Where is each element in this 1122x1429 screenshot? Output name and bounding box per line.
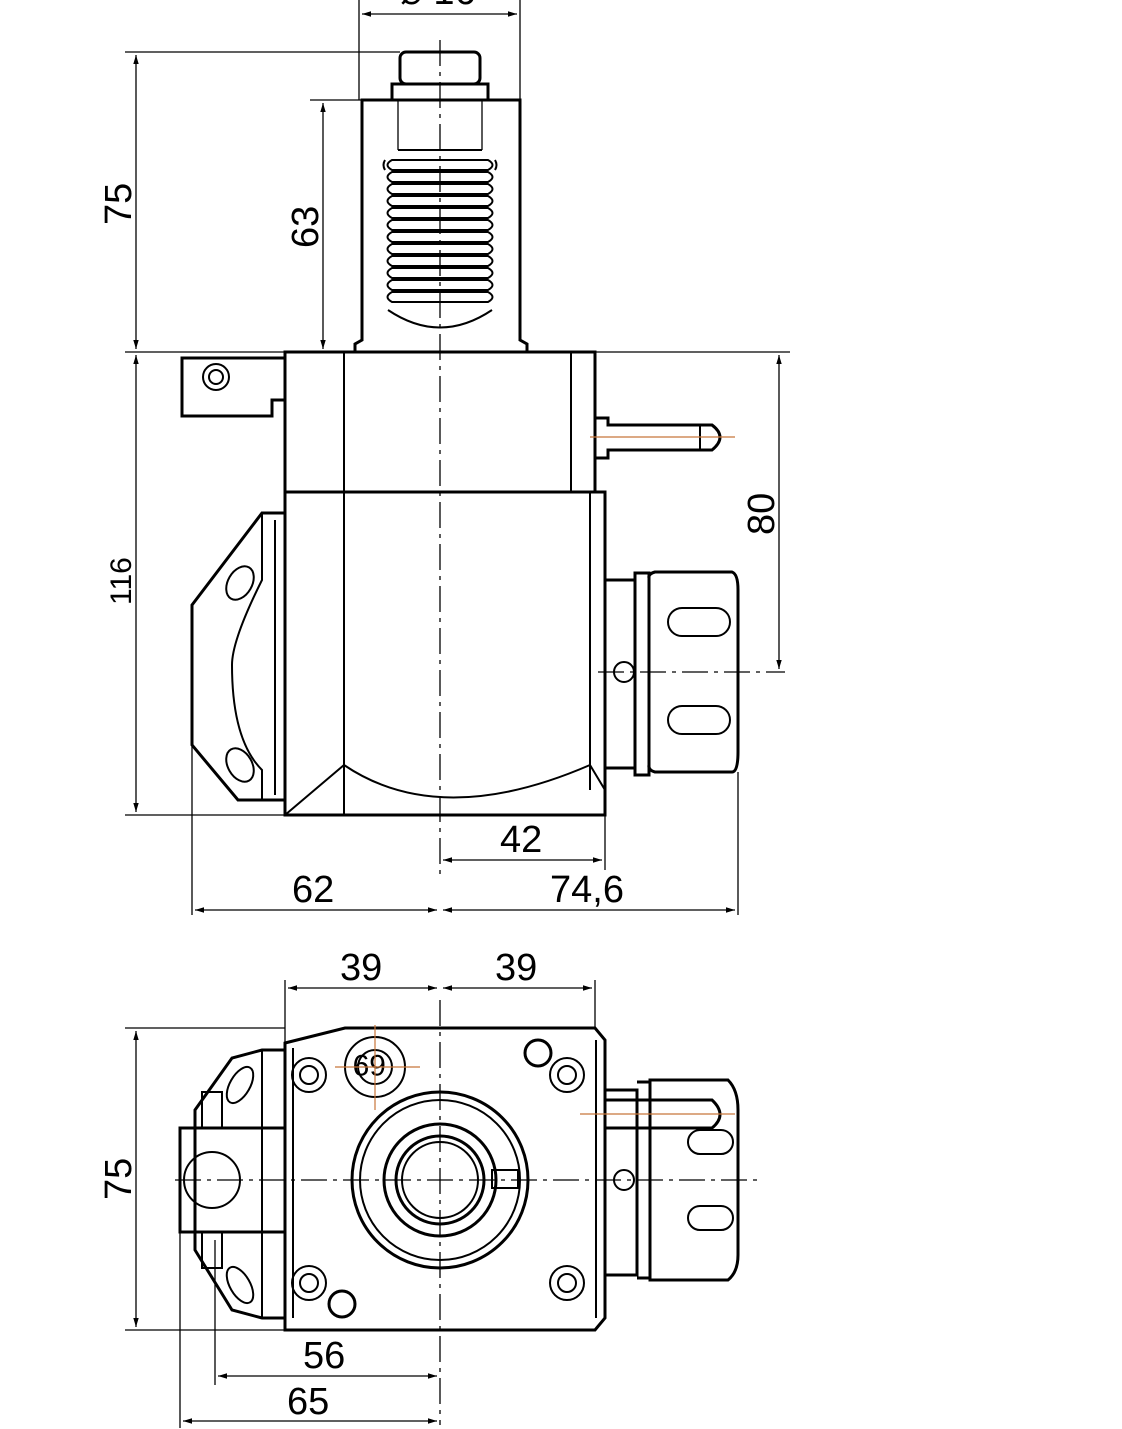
- left-flange: [190, 511, 287, 802]
- bolt-heads: [291, 1038, 585, 1319]
- dim-top-diameter: ⌀ 16: [400, 0, 476, 13]
- clamp-plan: [193, 1048, 285, 1320]
- dim-bolt-offset: 56: [303, 1335, 345, 1377]
- thread-ridge: [386, 171, 494, 183]
- main-body-lower: [283, 490, 607, 817]
- shank-housing: [353, 98, 529, 354]
- collet-plan: [580, 1078, 740, 1282]
- thread-ridge: [386, 219, 494, 231]
- dim-right-half: 39: [495, 947, 537, 989]
- clamp-screw: [202, 363, 230, 391]
- dim-shank-height: 63: [285, 206, 327, 248]
- thread-ridge: [386, 279, 494, 291]
- collet-nut: [598, 570, 785, 777]
- dim-left-width: 62: [292, 869, 334, 911]
- locating-pin: [595, 416, 722, 460]
- thread-ridge: [386, 243, 494, 255]
- spindle-bore: [350, 1090, 530, 1270]
- thread-ridge: [386, 267, 494, 279]
- thread-ridge: [386, 183, 494, 195]
- dim-clamp-offset: 65: [287, 1381, 329, 1423]
- threaded-shank: [382, 149, 498, 329]
- thread-ridge: [386, 255, 494, 267]
- body-plan: [283, 1026, 607, 1332]
- thread-ridge: [386, 207, 494, 219]
- thread-ridge: [386, 195, 494, 207]
- dim-spindle-height: 80: [741, 493, 783, 535]
- top-view: 69 39 39: [98, 947, 760, 1428]
- thread-ridge: [386, 291, 494, 303]
- dim-depth: 75: [98, 1158, 140, 1200]
- dim-body-height: 116: [105, 557, 138, 605]
- side-view: ⌀ 16 75 63 116 80 42 62 74,6: [98, 0, 790, 915]
- clamp-bracket-top: [180, 356, 285, 418]
- dim-left-half: 39: [340, 947, 382, 989]
- thread-ridge: [386, 159, 494, 171]
- dim-total-height: 75: [98, 183, 140, 225]
- dim-right-offset: 42: [500, 819, 542, 861]
- plug-marking: 69: [353, 1048, 386, 1081]
- dim-right-width: 74,6: [550, 869, 624, 911]
- thread-ridge: [386, 231, 494, 243]
